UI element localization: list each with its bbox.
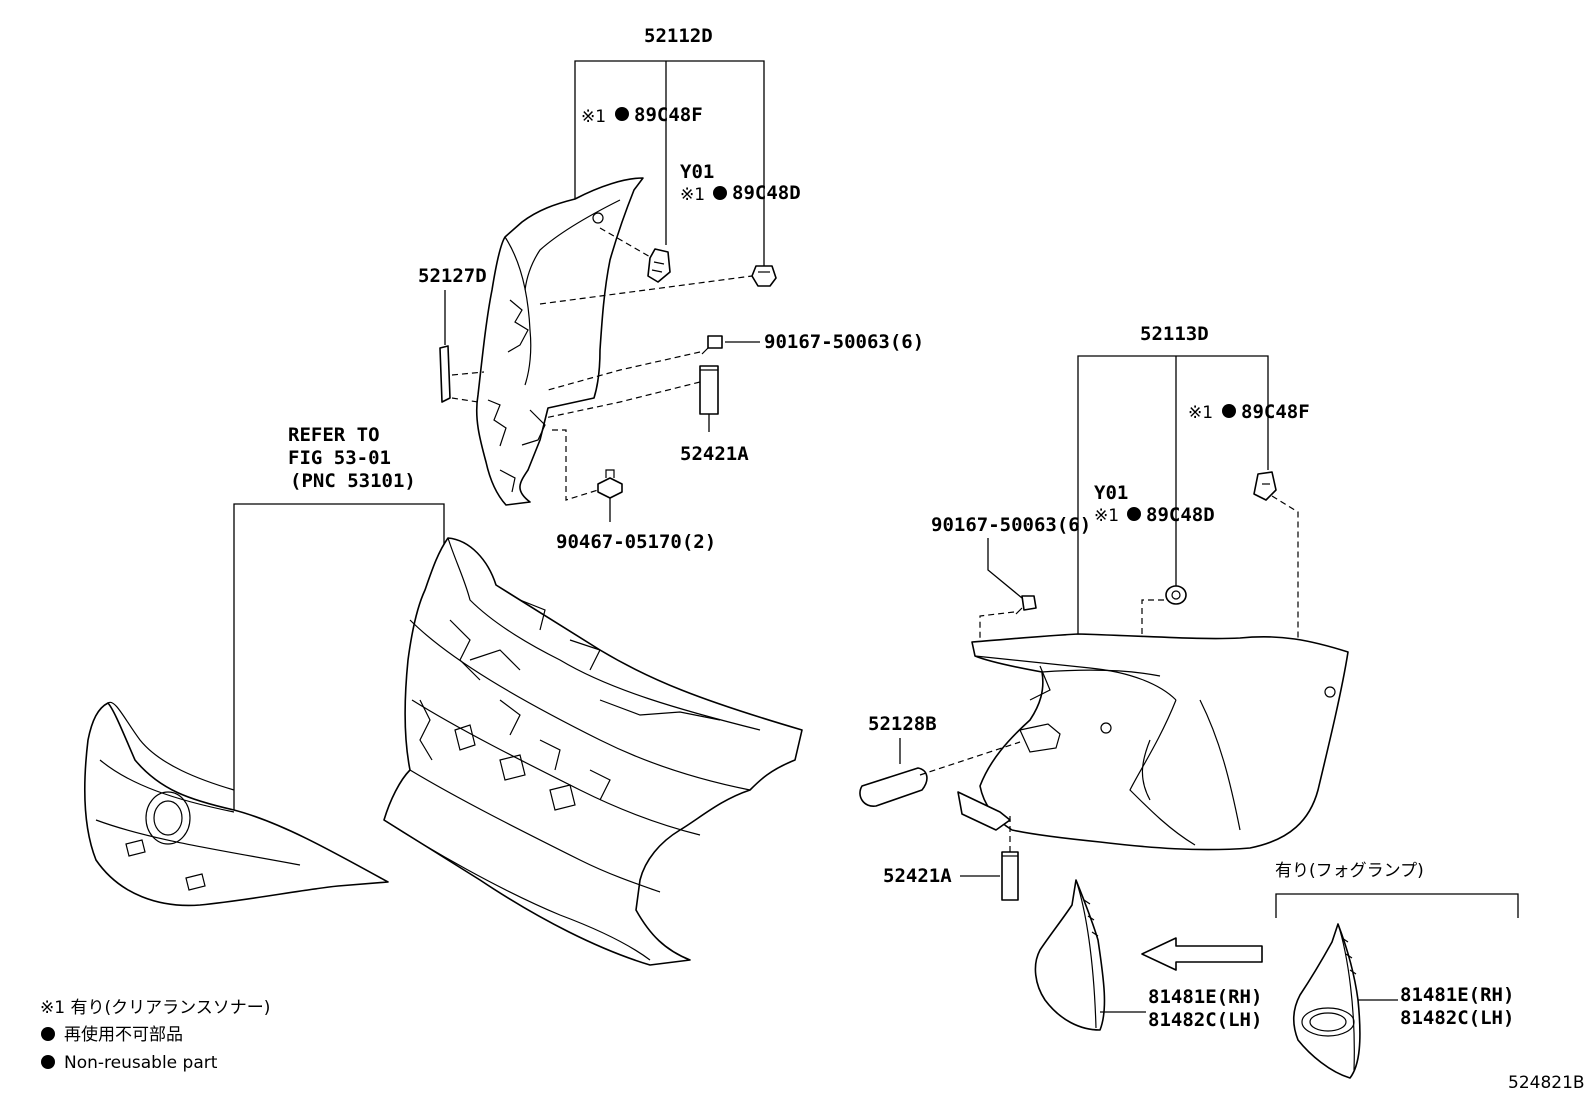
- label-pnc[interactable]: (PNC 53101): [290, 470, 416, 492]
- label-81481E-a[interactable]: 81481E(RH): [1148, 986, 1262, 1008]
- callout-52421A-bottom: 52421A: [883, 791, 1019, 901]
- label-52128B[interactable]: 52128B: [868, 713, 937, 735]
- callout-89C48F-right: ※1 89C48F: [1188, 401, 1310, 423]
- non-reusable-dot-icon: [1127, 507, 1141, 521]
- grille-assembly[interactable]: [383, 537, 803, 966]
- bracket-52112D: 52112D: [574, 25, 765, 268]
- label-52112D[interactable]: 52112D: [644, 25, 713, 47]
- label-y01-right[interactable]: Y01: [1094, 482, 1128, 504]
- refer-to-note: REFER TO FIG 53-01 (PNC 53101): [233, 424, 445, 812]
- clip-89C48F-top[interactable]: [647, 248, 671, 283]
- callout-90167-right: 90167-50063(6): [931, 514, 1091, 648]
- callout-90167-top: 90167-50063(6): [547, 331, 924, 391]
- front-bumper-cover-right[interactable]: [971, 633, 1349, 851]
- callout-89C48F-top: ※1 89C48F: [581, 104, 703, 127]
- label-89C48F-right[interactable]: 89C48F: [1241, 401, 1310, 423]
- cover-52128B[interactable]: [859, 767, 928, 807]
- label-52421A-bottom[interactable]: 52421A: [883, 865, 952, 887]
- figure-id: 524821B: [1508, 1073, 1585, 1093]
- label-81482C-b[interactable]: 81482C(LH): [1400, 1007, 1514, 1029]
- fog-bezel-plain[interactable]: [1034, 879, 1106, 1031]
- label-90467[interactable]: 90467-05170(2): [556, 531, 716, 553]
- non-reusable-dot-icon: [615, 107, 629, 121]
- ref-mark: ※1: [680, 185, 705, 205]
- callout-89C48D-top: Y01 ※1 89C48D: [680, 161, 801, 205]
- fog-lamp-note: 有り(フォグランプ): [1275, 861, 1519, 918]
- label-refer-to[interactable]: REFER TO: [288, 424, 380, 446]
- spacer-52421A-bottom[interactable]: [1001, 851, 1019, 901]
- front-bumper-cover-left[interactable]: [83, 701, 389, 907]
- non-reusable-dot-icon: [713, 186, 727, 200]
- label-90167-top[interactable]: 90167-50063(6): [764, 331, 924, 353]
- clip-89C48D-top[interactable]: [751, 265, 777, 287]
- label-52113D[interactable]: 52113D: [1140, 323, 1209, 345]
- legend-line-2: 再使用不可部品: [64, 1024, 183, 1045]
- label-81482C-a[interactable]: 81482C(LH): [1148, 1009, 1262, 1031]
- legend: ※1 有り(クリアランスソナー) 再使用不可部品 Non-reusable pa…: [40, 998, 270, 1073]
- non-reusable-dot-icon: [41, 1055, 55, 1069]
- label-52421A-top[interactable]: 52421A: [680, 443, 749, 465]
- bracket-52127D: 52127D: [418, 265, 487, 403]
- label-89C48F-top[interactable]: 89C48F: [634, 104, 703, 126]
- spacer-52421A-top[interactable]: [699, 365, 719, 415]
- screw-90167-top[interactable]: [701, 335, 723, 355]
- callout-52421A-top: 52421A: [544, 365, 749, 465]
- callout-52128B: 52128B: [859, 713, 1021, 807]
- label-fig[interactable]: FIG 53-01: [288, 447, 391, 469]
- clip-90467[interactable]: [597, 469, 623, 499]
- clip-89C48F-right[interactable]: [1253, 471, 1277, 501]
- label-fog-note[interactable]: 有り(フォグランプ): [1275, 861, 1424, 881]
- legend-line-3: Non-reusable part: [64, 1053, 218, 1073]
- fender-liner-part[interactable]: [475, 177, 644, 506]
- non-reusable-dot-icon: [41, 1027, 55, 1041]
- non-reusable-dot-icon: [1222, 404, 1236, 418]
- legend-line-1: ※1 有り(クリアランスソナー): [40, 998, 270, 1018]
- label-90167-right[interactable]: 90167-50063(6): [931, 514, 1091, 536]
- label-81481E-b[interactable]: 81481E(RH): [1400, 984, 1514, 1006]
- label-89C48D-right[interactable]: 89C48D: [1146, 504, 1215, 526]
- fog-bezel-with-lamp[interactable]: [1292, 923, 1361, 1079]
- bracket-52113D: 52113D: [1077, 323, 1269, 636]
- ref-mark: ※1: [1188, 403, 1213, 423]
- screw-90167-right[interactable]: [1015, 595, 1037, 615]
- ref-mark: ※1: [581, 107, 606, 127]
- label-52127D[interactable]: 52127D: [418, 265, 487, 287]
- arrow-left-icon: [1141, 937, 1263, 971]
- clip-89C48D-right[interactable]: [1165, 585, 1187, 605]
- callout-90467: 90467-05170(2): [552, 429, 716, 553]
- ref-mark: ※1: [1094, 506, 1119, 526]
- label-89C48D-top[interactable]: 89C48D: [732, 182, 801, 204]
- callout-89C48D-right: Y01 ※1 89C48D: [1094, 482, 1215, 526]
- label-y01-top[interactable]: Y01: [680, 161, 714, 183]
